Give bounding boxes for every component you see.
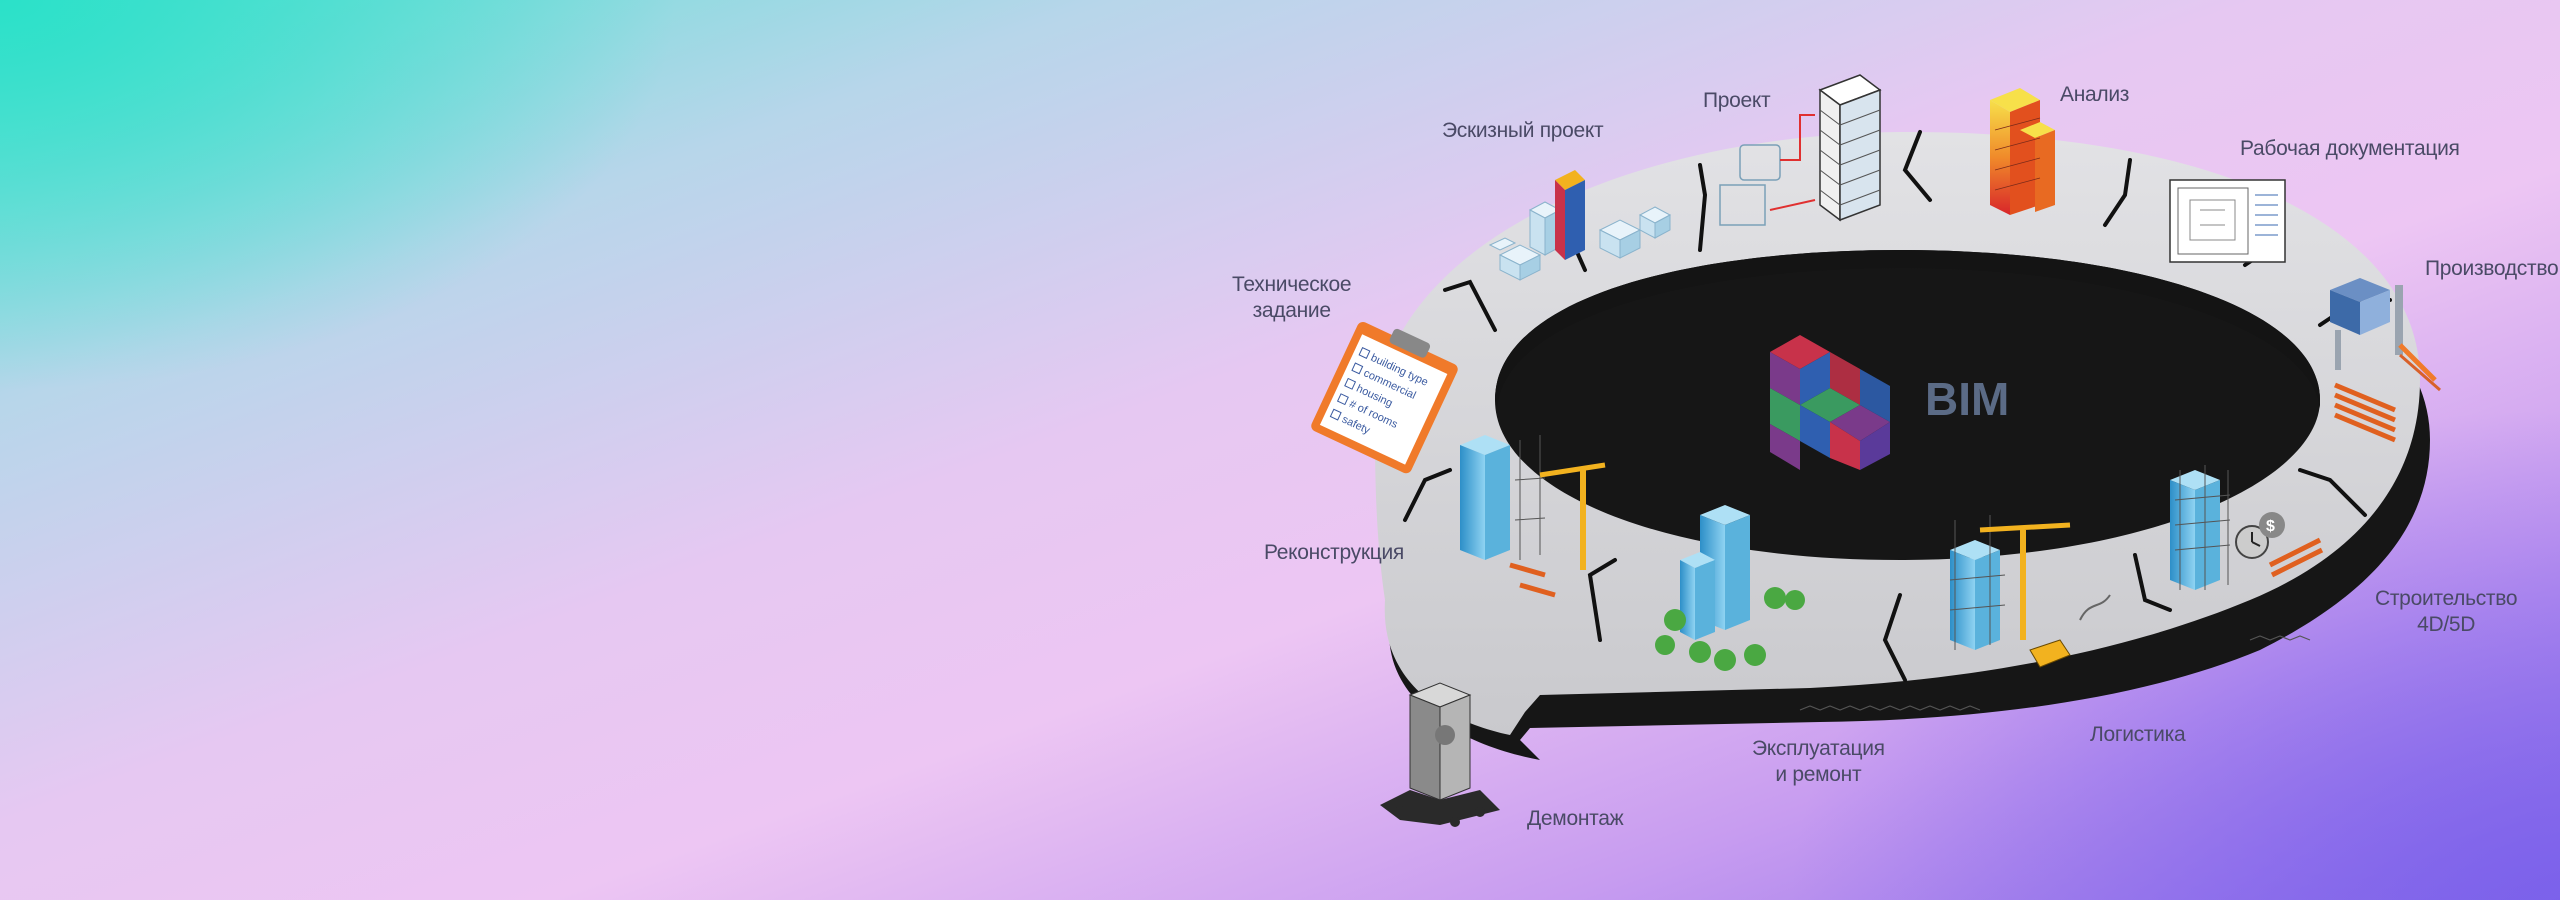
stage-label-tz: Техническое задание (1232, 272, 1352, 324)
stage-label-sketch: Эскизный проект (1442, 118, 1604, 144)
stage-label-line: 4D/5D (2417, 613, 2476, 636)
stage-label-demolition: Демонтаж (1527, 806, 1624, 832)
operation-building-icon (1655, 505, 1805, 671)
stage-label-reconstruction: Реконструкция (1264, 540, 1404, 566)
stage-label-line: Реконструкция (1264, 541, 1404, 564)
stage-label-production: Производство (2425, 256, 2559, 282)
stage-label-project: Проект (1703, 88, 1771, 114)
stage-label-line: и ремонт (1775, 763, 1862, 786)
dollar-sign: $ (2266, 518, 2275, 535)
reconstruction-crane-icon (1460, 435, 1606, 598)
ring-segment-dividers (1403, 130, 2392, 682)
stage-label-line: Эскизный проект (1442, 119, 1604, 142)
project-building-icon (1719, 74, 1882, 226)
stage-label-line: Эксплуатация (1752, 737, 1885, 760)
sketch-massing-icon (1488, 170, 1672, 281)
workdocs-drawing-icon (2169, 179, 2286, 263)
stage-label-line: задание (1252, 299, 1331, 322)
stage-label-line: Демонтаж (1527, 807, 1624, 830)
stage-label-line: Рабочая документация (2240, 137, 2460, 160)
bim-title: BIM (1925, 373, 2009, 425)
stage-label-line: Производство (2425, 257, 2559, 280)
checklist-box (1358, 347, 1371, 359)
stage-label-line: Проект (1703, 89, 1771, 112)
stage-label-logistics: Логистика (2090, 722, 2186, 748)
stage-label-analysis: Анализ (2060, 82, 2129, 108)
logistics-crane-icon (1949, 515, 2111, 668)
checklist-box (1336, 393, 1349, 406)
demolition-rubble-icon (1380, 682, 1500, 827)
ring-top-surface (1375, 131, 2420, 736)
construction-4d5d-icon: $ (2170, 465, 2324, 590)
stage-label-line: Логистика (2090, 723, 2186, 746)
stage-label-operation: Эксплуатация и ремонт (1752, 736, 1885, 788)
bim-logo-cubes (1770, 335, 1890, 470)
stage-label-line: Анализ (2060, 83, 2130, 106)
production-factory-icon (2330, 278, 2441, 443)
stage-label-line: Строительство (2375, 587, 2518, 610)
checklist-box (1351, 362, 1364, 375)
stage-label-workdocs: Рабочая документация (2240, 136, 2460, 162)
stage-label-construction: Строительство 4D/5D (2375, 586, 2518, 638)
stage-label-line: Техническое (1232, 273, 1352, 296)
checklist-box (1329, 408, 1342, 421)
checklist-box (1344, 377, 1357, 390)
analysis-building-icon (1990, 88, 2055, 215)
